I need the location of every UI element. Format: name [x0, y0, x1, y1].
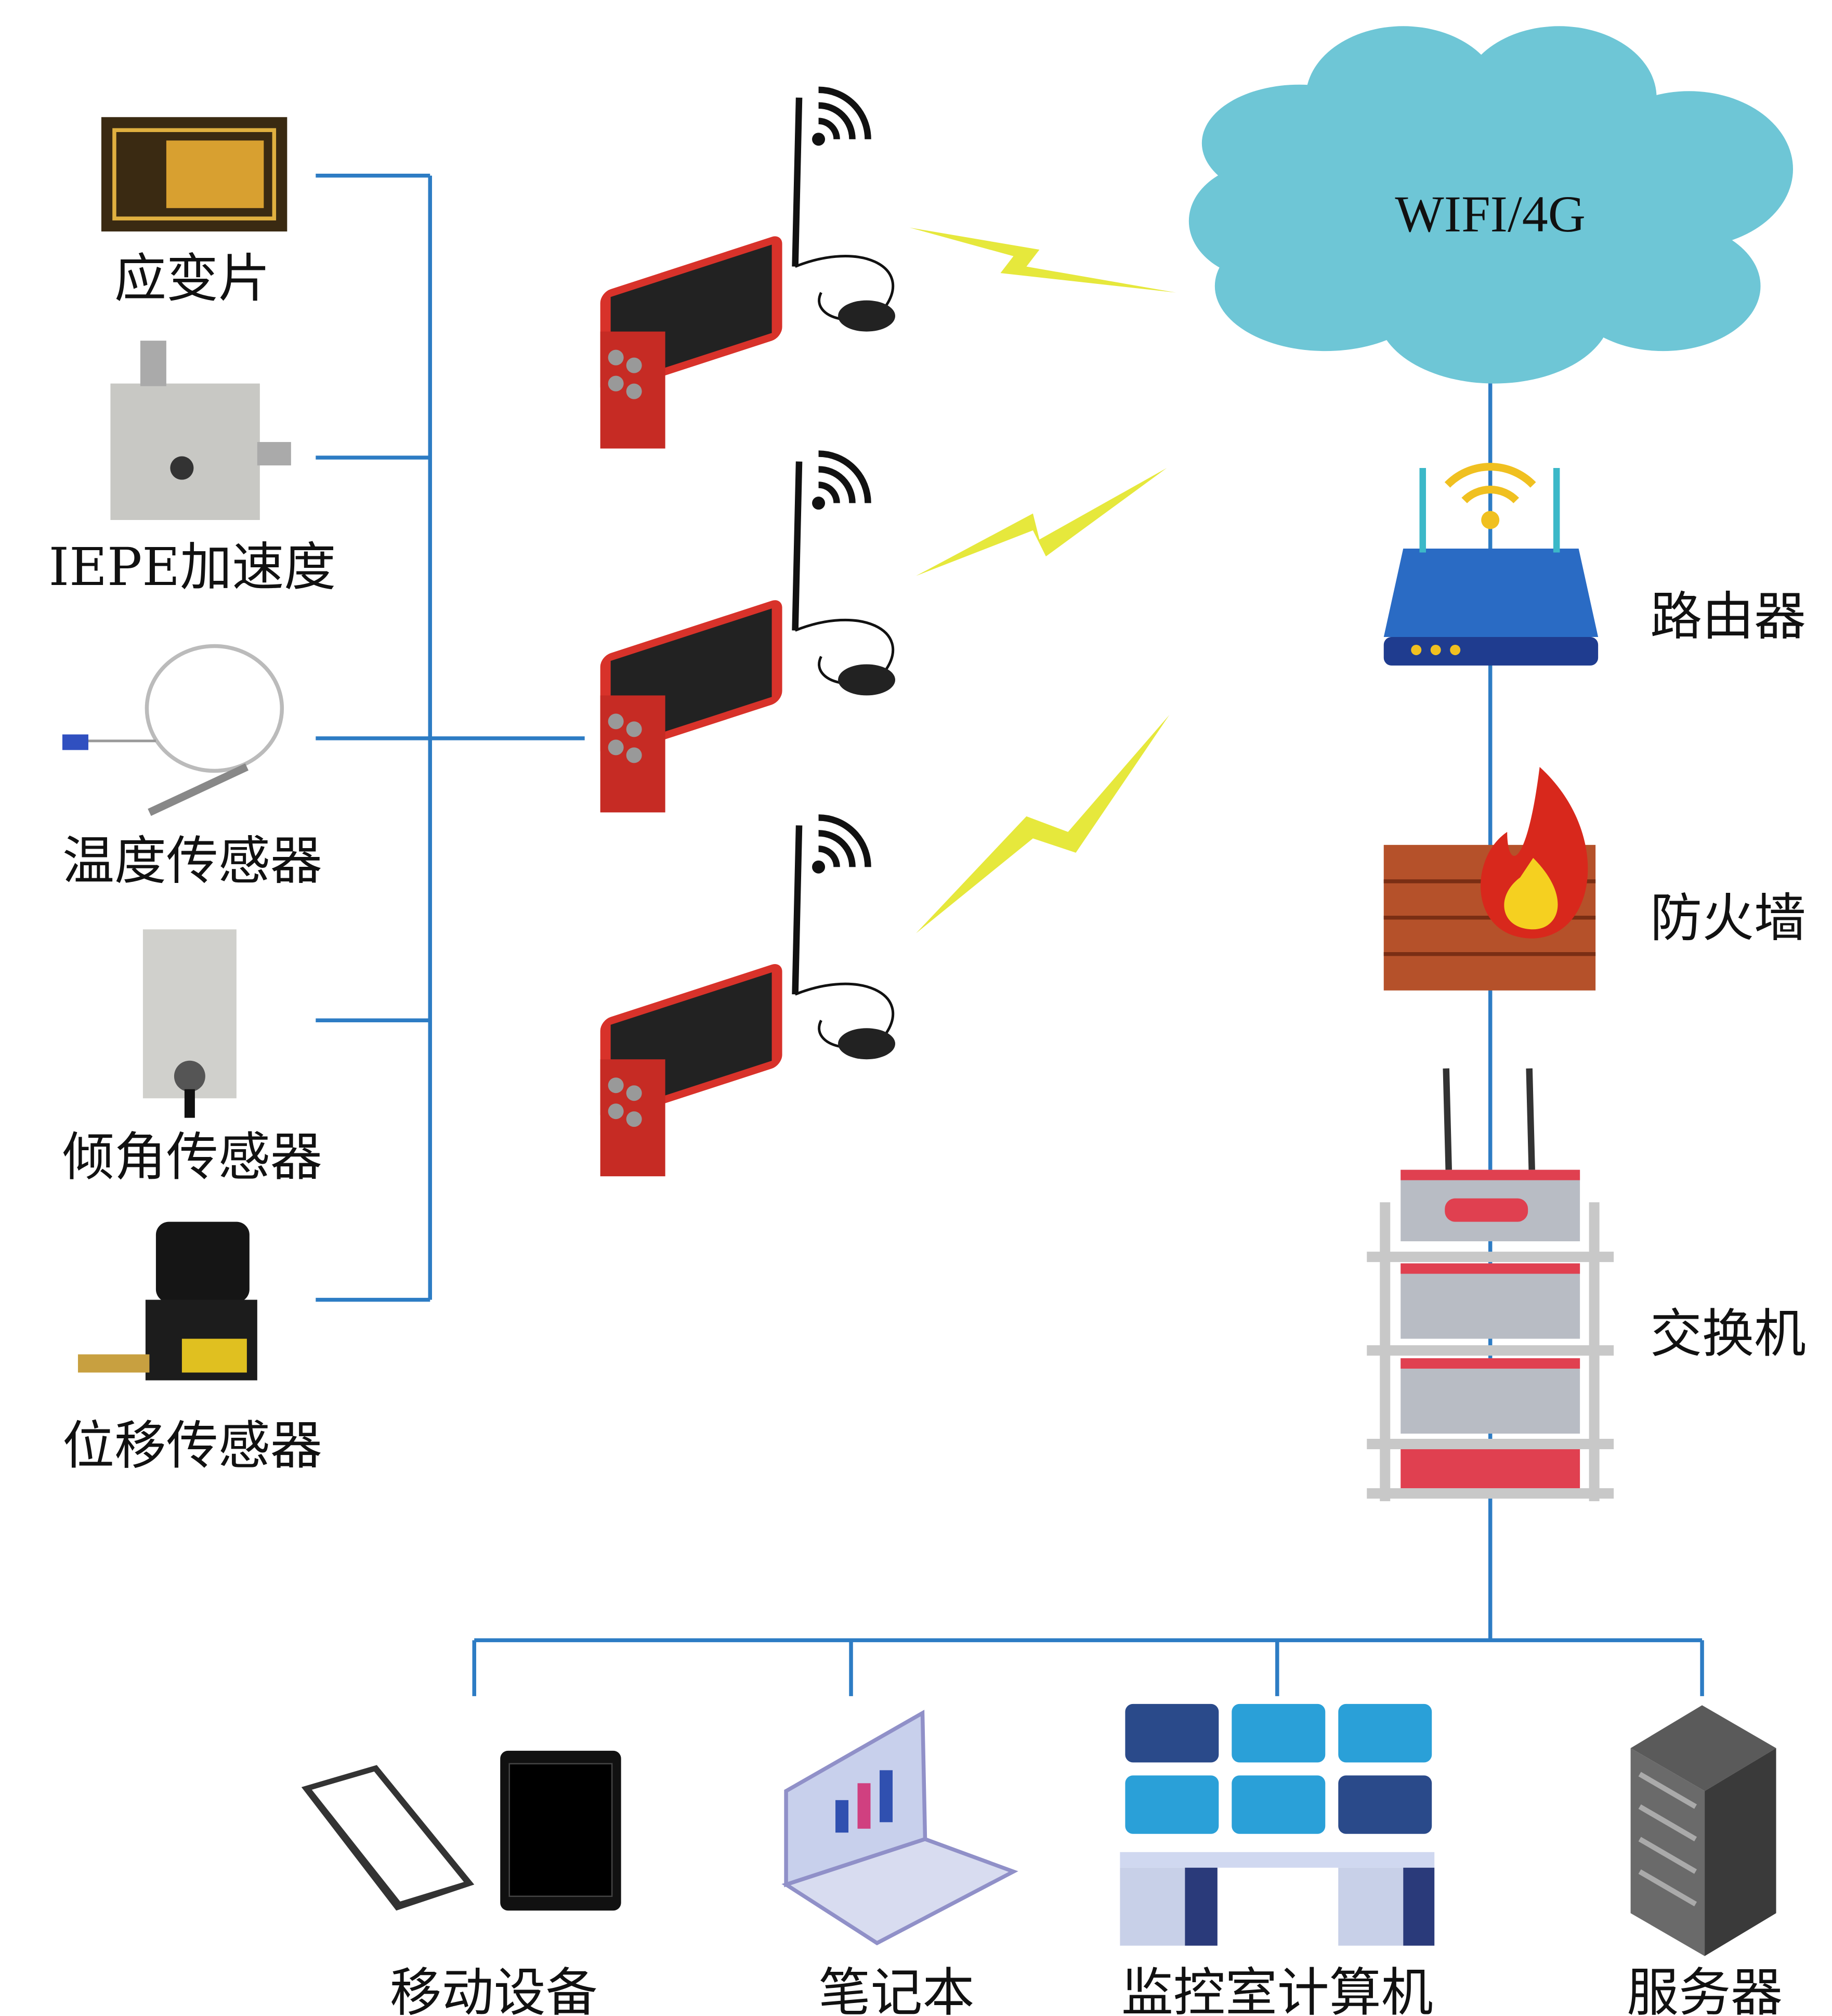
endpoint-server: 服务器	[1627, 1705, 1783, 2016]
wireless-signal-icon	[909, 227, 1176, 293]
endpoint-monitoring-room: 监控室计算机	[1120, 1703, 1435, 2016]
temperature-sensor-icon	[62, 644, 284, 816]
sensor-strain-gauge: 应变片	[101, 117, 287, 309]
displacement-sensor-icon	[77, 1221, 257, 1381]
accelerometer-icon	[110, 341, 291, 521]
endpoint-label: 监控室计算机	[1121, 1962, 1433, 2016]
phone-tablet-icon	[301, 1750, 621, 1911]
sensor-accelerometer: IEPE加速度	[49, 341, 336, 597]
cloud-icon	[1188, 26, 1794, 384]
wireless-signal-icon	[916, 714, 1170, 933]
network-switch: 交换机	[1367, 1068, 1806, 1501]
wireless-daq-device-1	[600, 90, 895, 449]
sensor-inclinometer: 倾角传感器	[62, 929, 322, 1188]
strain-gauge-icon	[101, 117, 287, 232]
wifi-4g-cloud: WIFI/4G	[1188, 26, 1794, 384]
wireless-daq-device-2	[600, 454, 895, 813]
sensor-label: IEPE加速度	[49, 537, 336, 597]
firewall-label: 防火墙	[1650, 888, 1806, 948]
firewall: 防火墙	[1383, 766, 1806, 991]
switch-rack-icon	[1367, 1068, 1614, 1501]
endpoint-label: 服务器	[1627, 1962, 1783, 2016]
inclinometer-icon	[142, 929, 237, 1118]
router: 路由器	[1383, 463, 1806, 666]
sensor-label: 位移传感器	[62, 1415, 322, 1476]
sensor-bus	[316, 173, 585, 1302]
endpoint-bus	[472, 1638, 1704, 1696]
endpoint-label: 笔记本	[819, 1962, 975, 2016]
sensor-label: 应变片	[114, 248, 270, 309]
sensor-displacement: 位移传感器	[62, 1221, 322, 1476]
router-icon	[1383, 463, 1599, 666]
sensor-label: 倾角传感器	[62, 1127, 322, 1188]
endpoint-label: 移动设备	[390, 1962, 598, 2016]
wireless-daq-device-3	[600, 817, 895, 1176]
cloud-label: WIFI/4G	[1395, 185, 1586, 243]
monitoring-room-icon	[1120, 1703, 1435, 1946]
server-rack-icon	[1630, 1705, 1776, 1956]
sensor-label: 温度传感器	[62, 830, 322, 891]
router-label: 路由器	[1650, 586, 1806, 647]
firewall-icon	[1383, 766, 1596, 991]
wireless-signal-icon	[916, 468, 1167, 576]
laptop-icon	[781, 1709, 1018, 1946]
sensor-temperature: 温度传感器	[62, 644, 322, 891]
endpoint-mobile: 移动设备	[301, 1750, 621, 2016]
endpoint-laptop: 笔记本	[781, 1709, 1018, 2016]
switch-label: 交换机	[1650, 1304, 1806, 1364]
